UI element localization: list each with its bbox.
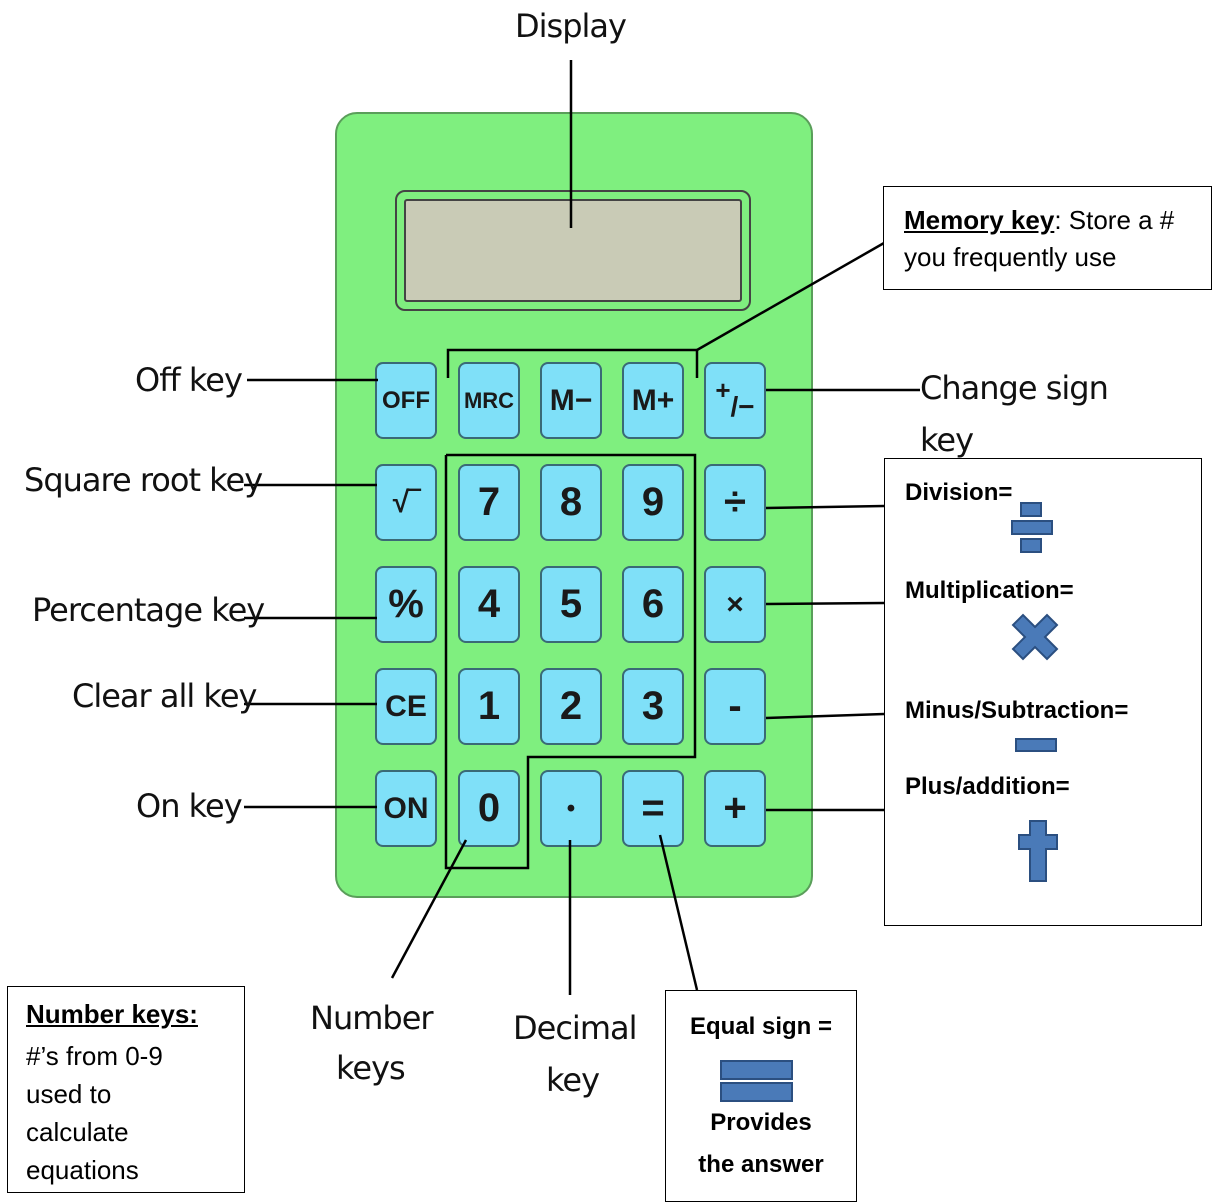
equals-icon — [720, 1060, 793, 1102]
memory-key-box: Memory key: Store a # you frequently use — [883, 186, 1212, 290]
division-icon — [1011, 502, 1053, 553]
square-root-key-label-text: Square root key — [24, 461, 263, 499]
three-key-label: 3 — [641, 684, 665, 728]
divide-key-label: ÷ — [724, 480, 746, 524]
addition-label: Plus/addition= — [905, 773, 1070, 800]
on-key-label: ON — [383, 791, 429, 825]
six-key-label: 6 — [641, 582, 665, 626]
equals-key-label: = — [641, 786, 665, 830]
clear-all-key[interactable]: CE — [375, 668, 437, 745]
equals-key[interactable]: = — [622, 770, 684, 847]
number-keys-line-3: calculate — [26, 1117, 129, 1147]
number-keys-label-line1: Number — [310, 999, 434, 1037]
off-key-label: OFF — [382, 386, 430, 414]
on-key-label-text: On key — [136, 787, 243, 825]
minus-key[interactable]: - — [704, 668, 766, 745]
display-screen — [404, 199, 742, 302]
percent-key[interactable]: % — [375, 566, 437, 643]
equal-sign-title: Equal sign = — [689, 1013, 833, 1040]
plus-key[interactable]: + — [704, 770, 766, 847]
multiplication-label: Multiplication= — [905, 577, 1074, 604]
zero-key[interactable]: 0 — [458, 770, 520, 847]
change-sign-minus: /− — [730, 390, 755, 422]
decimal-key[interactable]: • — [540, 770, 602, 847]
six-key[interactable]: 6 — [622, 566, 684, 643]
one-key-label: 1 — [477, 684, 501, 728]
plus-key-label: + — [723, 786, 747, 830]
equal-sign-text-line1: Provides — [710, 1109, 812, 1136]
minus-key-label: - — [728, 684, 742, 728]
on-key[interactable]: ON — [375, 770, 437, 847]
divide-key[interactable]: ÷ — [704, 464, 766, 541]
division-label: Division= — [905, 479, 1013, 506]
multiply-key[interactable]: × — [704, 566, 766, 643]
percentage-key-label-text: Percentage key — [32, 591, 265, 629]
number-keys-line-1: #’s from 0-9 — [26, 1041, 163, 1071]
one-key[interactable]: 1 — [458, 668, 520, 745]
three-key[interactable]: 3 — [622, 668, 684, 745]
zero-key-label: 0 — [477, 786, 501, 830]
four-key[interactable]: 4 — [458, 566, 520, 643]
minus-icon — [1015, 738, 1057, 752]
m-minus-key-label: M− — [549, 383, 593, 417]
clear-all-key-label-text: Clear all key — [72, 677, 257, 715]
two-key[interactable]: 2 — [540, 668, 602, 745]
five-key-label: 5 — [559, 582, 583, 626]
operations-box: Division= Multiplication= Minus/Subtract… — [884, 458, 1202, 926]
nine-key-label: 9 — [641, 480, 665, 524]
change-sign-plus: + — [715, 375, 731, 405]
change-sign-key[interactable]: +/− — [704, 362, 766, 439]
mrc-key-label: MRC — [463, 387, 515, 413]
four-key-label: 4 — [477, 582, 501, 626]
multiply-key-label: × — [726, 587, 744, 621]
multiplication-icon — [1011, 613, 1059, 661]
m-plus-key-label: M+ — [631, 383, 675, 417]
seven-key-label: 7 — [477, 480, 501, 524]
equal-sign-box: Equal sign = Provides the answer — [665, 990, 857, 1202]
five-key[interactable]: 5 — [540, 566, 602, 643]
nine-key[interactable]: 9 — [622, 464, 684, 541]
clear-all-key-label: CE — [385, 689, 427, 723]
number-keys-title: Number keys: — [26, 999, 198, 1029]
decimal-key-label-line2: key — [546, 1061, 600, 1099]
eight-key-label: 8 — [559, 480, 583, 524]
number-keys-description: #’s from 0-9 used to calculate equations — [26, 1037, 163, 1189]
decimal-key-label-line1: Decimal — [513, 1009, 637, 1047]
number-keys-label-line2: keys — [336, 1049, 406, 1087]
memory-key-text-line2: you frequently use — [904, 242, 1117, 272]
number-keys-line-2: used to — [26, 1079, 112, 1109]
number-keys-line-4: equations — [26, 1155, 139, 1185]
two-key-label: 2 — [559, 684, 583, 728]
square-root-key-label: √‾ — [392, 485, 420, 519]
off-key[interactable]: OFF — [375, 362, 437, 439]
m-minus-key[interactable]: M− — [540, 362, 602, 439]
eight-key[interactable]: 8 — [540, 464, 602, 541]
m-plus-key[interactable]: M+ — [622, 362, 684, 439]
square-root-key[interactable]: √‾ — [375, 464, 437, 541]
off-key-label-text: Off key — [135, 361, 243, 399]
display-label: Display — [515, 7, 627, 45]
mrc-key[interactable]: MRC — [458, 362, 520, 439]
change-sign-label-line1: Change sign — [920, 369, 1109, 407]
seven-key[interactable]: 7 — [458, 464, 520, 541]
memory-key-title: Memory key — [904, 205, 1055, 235]
decimal-key-label: • — [566, 794, 576, 822]
change-sign-label-line2: key — [920, 421, 974, 459]
subtraction-label: Minus/Subtraction= — [905, 697, 1129, 724]
memory-key-text-line1: : Store a # — [1054, 205, 1175, 235]
number-keys-box: Number keys: #’s from 0-9 used to calcul… — [7, 986, 245, 1193]
percent-key-label: % — [388, 582, 424, 626]
plus-icon — [1018, 820, 1058, 882]
equal-sign-text-line2: the answer — [698, 1151, 824, 1178]
